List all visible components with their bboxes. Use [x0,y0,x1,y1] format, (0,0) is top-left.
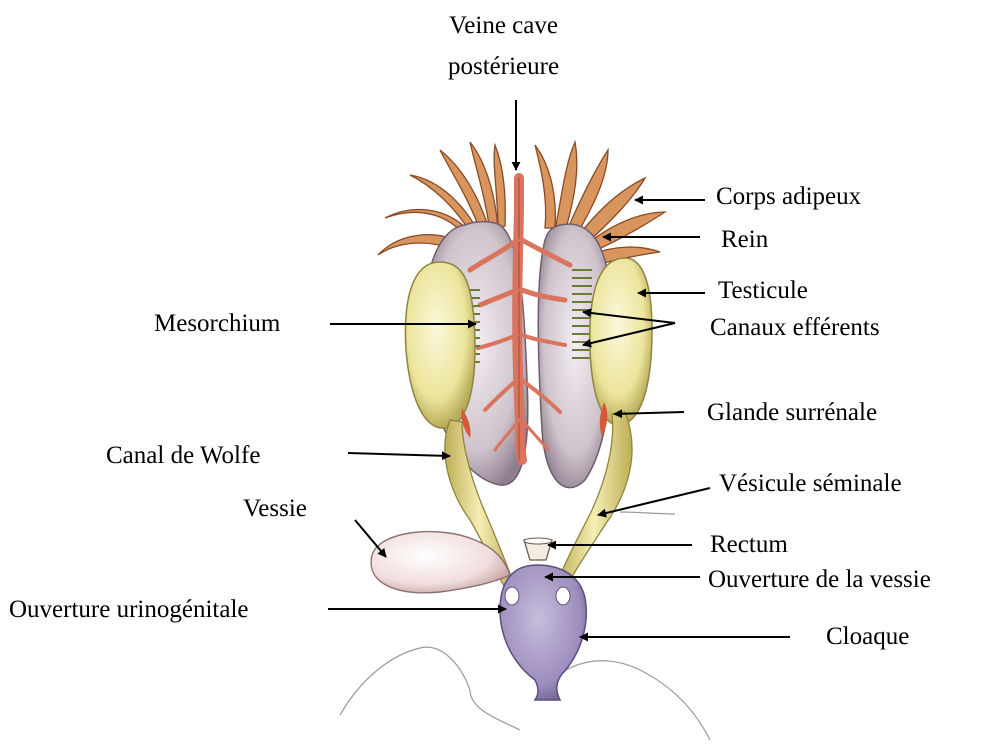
label-rectum: Rectum [710,530,788,560]
label-veine-cave-line2: postérieure [448,52,559,82]
label-testicule: Testicule [718,276,808,306]
label-canaux-efferents: Canaux efférents [710,313,880,343]
label-cloaque: Cloaque [826,622,909,652]
left-testis [405,262,475,428]
label-vesicule-seminale: Vésicule séminale [719,469,902,499]
label-veine-cave-line1: Veine cave [449,11,558,41]
label-glande-surrenale: Glande surrénale [707,398,877,428]
urogenital-opening-left [505,587,519,605]
label-canal-de-wolfe: Canal de Wolfe [106,441,260,471]
label-ouverture-de-la-vessie: Ouverture de la vessie [708,565,931,595]
label-rein: Rein [721,225,768,255]
label-vessie: Vessie [243,494,307,524]
label-ouverture-urinogenitale: Ouverture urinogénitale [9,595,249,625]
urogenital-opening-right [556,587,570,605]
label-corps-adipeux: Corps adipeux [716,182,861,212]
label-mesorchium: Mesorchium [154,309,280,339]
cloaca [500,565,586,700]
rectum-opening [524,538,552,544]
